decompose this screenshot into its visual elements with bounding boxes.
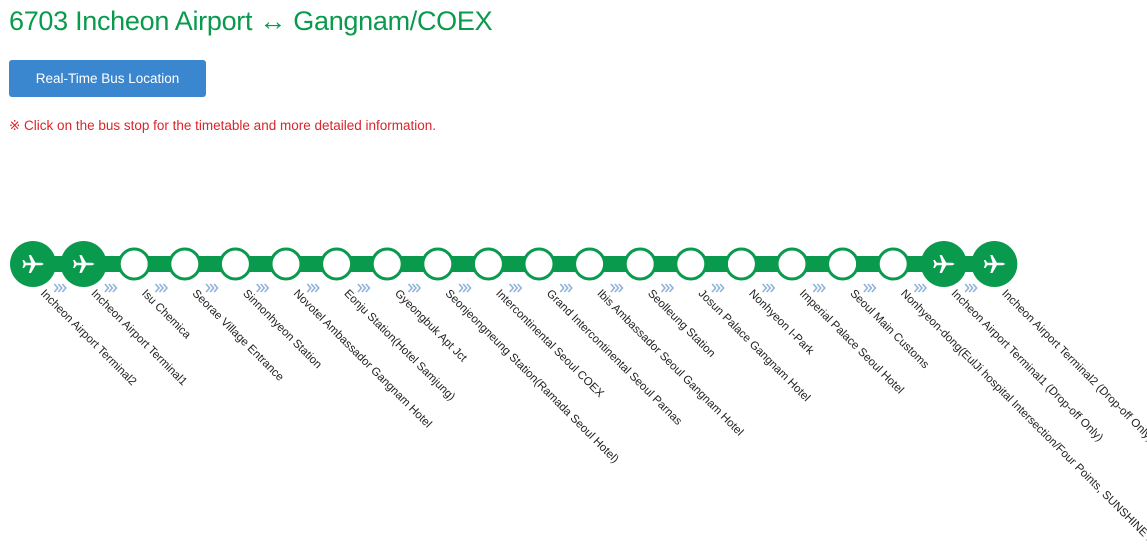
- bus-stop-label[interactable]: Imperial Palace Seoul Hotel: [797, 288, 906, 397]
- bus-stop-label[interactable]: Isu Chemica: [139, 288, 193, 342]
- direction-arrow-icon: [154, 283, 169, 293]
- stop-circle-icon: [876, 247, 910, 281]
- bus-stop-label[interactable]: Nonhyeon-dong(EulJi hospital Intersectio…: [898, 288, 1147, 550]
- direction-arrow-icon: [205, 283, 219, 293]
- bus-stop-10[interactable]: [522, 247, 556, 281]
- bus-stop-8[interactable]: [421, 247, 455, 281]
- bus-stop-label[interactable]: Incheon Airport Terminal2: [38, 288, 139, 389]
- stop-circle-icon: [269, 247, 303, 281]
- bus-stop-18[interactable]: [920, 241, 967, 287]
- stop-circle-icon: [674, 247, 708, 281]
- stop-circle-icon: [522, 247, 556, 281]
- direction-arrow-icon: [509, 283, 523, 293]
- stop-circle-icon: [471, 247, 505, 281]
- bus-stop-19[interactable]: [971, 241, 1018, 287]
- bus-stop-14[interactable]: [724, 247, 758, 281]
- direction-arrow-icon: [762, 283, 776, 293]
- bus-stop-15[interactable]: [775, 247, 809, 281]
- direction-arrow-icon: [256, 283, 270, 293]
- direction-arrow-icon: [964, 283, 978, 293]
- page-title: 6703 Incheon Airport ↔ Gangnam/COEX: [9, 6, 493, 36]
- stop-circle-icon: [218, 247, 252, 281]
- direction-arrow-icon: [559, 283, 573, 293]
- direction-arrow-icon: [357, 283, 371, 293]
- stop-circle-icon: [623, 247, 657, 281]
- bus-stop-13[interactable]: [674, 247, 708, 281]
- direction-arrow-icon: [610, 283, 624, 293]
- bus-stop-3[interactable]: [168, 247, 202, 281]
- bus-stop-6[interactable]: [320, 247, 354, 281]
- bus-stop-1[interactable]: [60, 241, 107, 287]
- bus-stop-11[interactable]: [573, 247, 607, 281]
- direction-arrow-icon: [407, 283, 422, 293]
- direction-arrow-icon: [660, 283, 675, 293]
- stop-circle-icon: [320, 247, 354, 281]
- bus-stop-9[interactable]: [471, 247, 505, 281]
- bus-stop-label[interactable]: Seonjeongneung Station(Ramada Seoul Hote…: [443, 288, 621, 466]
- notice-text: ※ Click on the bus stop for the timetabl…: [9, 118, 437, 133]
- direction-arrow-icon: [53, 283, 67, 293]
- bus-stop-16[interactable]: [826, 247, 860, 281]
- bus-stop-label[interactable]: Incheon Airport Terminal1: [88, 288, 189, 389]
- bus-stop-4[interactable]: [218, 247, 252, 281]
- direction-arrow-icon: [104, 283, 118, 293]
- stop-circle-icon: [421, 247, 455, 281]
- direction-arrow-icon: [863, 283, 877, 293]
- direction-arrow-icon: [306, 283, 320, 293]
- direction-arrow-icon: [711, 283, 725, 293]
- bus-stop-2[interactable]: [117, 247, 151, 281]
- bus-stop-0[interactable]: [10, 241, 56, 287]
- bus-stop-12[interactable]: [623, 247, 657, 281]
- stop-circle-icon: [724, 247, 758, 281]
- stop-circle-icon: [826, 247, 860, 281]
- stop-circle-icon: [168, 247, 202, 281]
- direction-arrow-icon: [458, 283, 472, 293]
- bus-stop-label[interactable]: Seorae Village Entrance: [190, 288, 286, 384]
- bus-stop-17[interactable]: [876, 247, 910, 281]
- bus-stop-label[interactable]: Intercontinental Seoul COEX: [493, 288, 606, 401]
- realtime-bus-location-button[interactable]: Real-Time Bus Location: [9, 60, 206, 97]
- direction-arrow-icon: [812, 283, 826, 293]
- bus-stop-label[interactable]: Eonju Station(Hotel Samjung): [341, 288, 457, 404]
- bus-stop-7[interactable]: [370, 247, 404, 281]
- stop-circle-icon: [370, 247, 404, 281]
- stop-circle-icon: [117, 247, 151, 281]
- stop-circle-icon: [775, 247, 809, 281]
- stop-circle-icon: [573, 247, 607, 281]
- direction-arrow-icon: [913, 283, 928, 293]
- bus-stop-5[interactable]: [269, 247, 303, 281]
